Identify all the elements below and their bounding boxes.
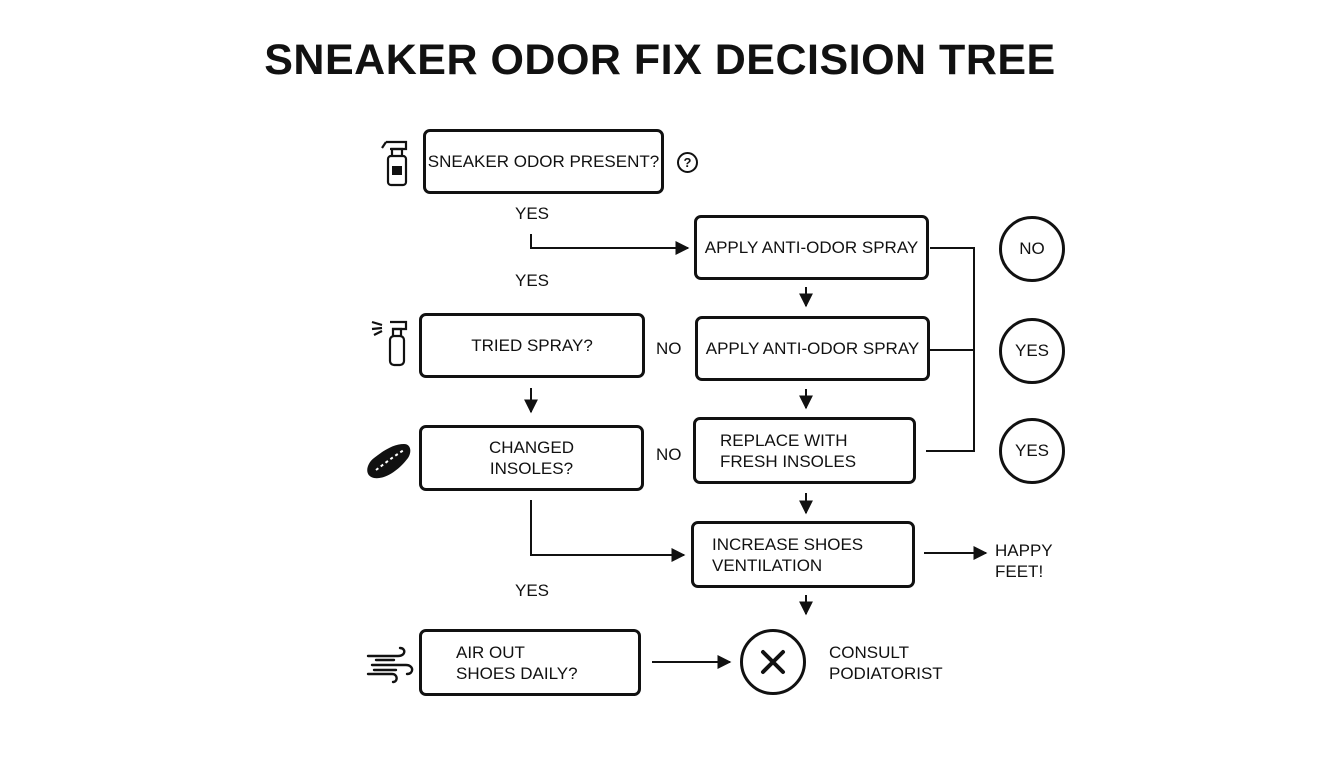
node-replace-insoles: REPLACE WITH FRESH INSOLES (693, 417, 916, 484)
outcome-circle-yes: YES (999, 418, 1065, 484)
outcome-circle-yes: YES (999, 318, 1065, 384)
page-title: SNEAKER ODOR FIX DECISION TREE (264, 36, 1056, 84)
node-odor-present: SNEAKER ODOR PRESENT? (423, 129, 664, 194)
label-yes: YES (515, 204, 550, 223)
label-no: NO (656, 445, 682, 464)
question-circle-icon: ? (677, 152, 698, 173)
node-apply-spray-1: APPLY ANTI-ODOR SPRAY (694, 215, 929, 280)
outcome-happy-feet: HAPPY FEET! (995, 541, 1053, 581)
outcome-consult: CONSULT PODIATORIST (829, 643, 943, 683)
cross-circle-icon (740, 629, 806, 695)
label-no: NO (656, 339, 682, 358)
spray-bottle-icon (371, 320, 408, 367)
wind-icon (366, 646, 414, 684)
node-tried-spray: TRIED SPRAY? (419, 313, 645, 378)
outcome-circle-no: NO (999, 216, 1065, 282)
label-yes: YES (515, 271, 550, 290)
edge-insoles-to-vent (530, 500, 686, 562)
node-air-out: AIR OUT SHOES DAILY? (419, 629, 641, 696)
node-changed-insoles: CHANGED INSOLES? (419, 425, 644, 491)
edge-odor-to-spray (530, 234, 690, 255)
spray-bottle-icon (381, 140, 408, 187)
insole-icon (367, 444, 411, 479)
node-apply-spray-2: APPLY ANTI-ODOR SPRAY (695, 316, 930, 381)
node-increase-ventilation: INCREASE SHOES VENTILATION (691, 521, 915, 588)
label-yes: YES (515, 581, 550, 600)
